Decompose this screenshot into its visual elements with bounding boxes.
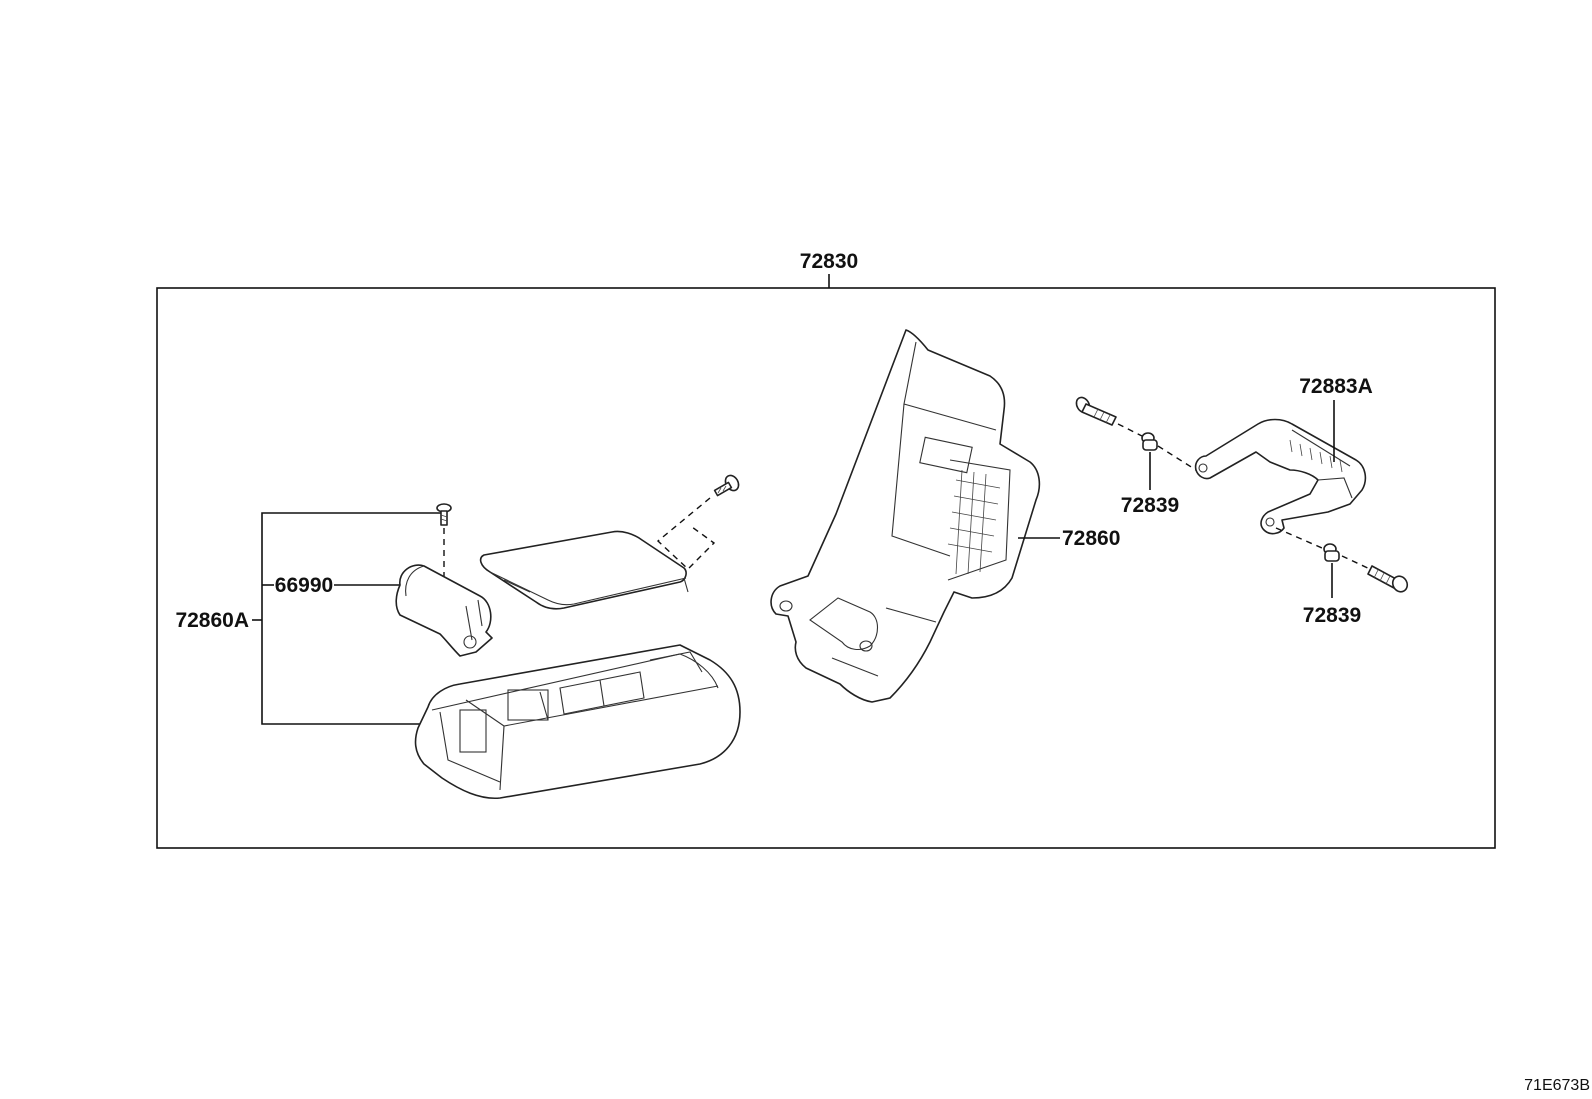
hinge-cover-label: 72883A [1299, 375, 1373, 398]
screw-cup-holder [436, 503, 452, 526]
upper-bolt-dash [1117, 423, 1143, 437]
upper-bushing-dash [1157, 445, 1197, 471]
cup-holder-label: 66990 [275, 574, 333, 597]
lower-bushing-dash [1275, 527, 1323, 549]
bushing-lower-label: 72839 [1303, 604, 1361, 627]
bushing-upper-label: 72839 [1121, 494, 1179, 517]
bolt-upper [1075, 396, 1117, 426]
armrest-bracket-leader [252, 512, 444, 725]
assembly-label: 72830 [800, 250, 858, 273]
hinge-cover-part [1194, 418, 1367, 535]
lid-screw-dash [656, 497, 716, 570]
lower-bolt-dash [1341, 555, 1373, 571]
seatback-frame-label: 72860 [1062, 527, 1120, 550]
screw-lid [713, 474, 740, 497]
seatback-frame-part [770, 329, 1041, 703]
bushing-lower [1323, 543, 1340, 562]
assembly-frame [156, 287, 1496, 849]
diagram-code: 71E673B [1524, 1077, 1590, 1094]
armrest-body-part [414, 644, 741, 800]
armrest-lid-part [479, 530, 689, 610]
cup-holder-part [395, 564, 493, 657]
armrest-assy-label: 72860A [175, 609, 249, 632]
bushing-upper [1141, 432, 1158, 451]
bolt-lower [1367, 565, 1409, 593]
